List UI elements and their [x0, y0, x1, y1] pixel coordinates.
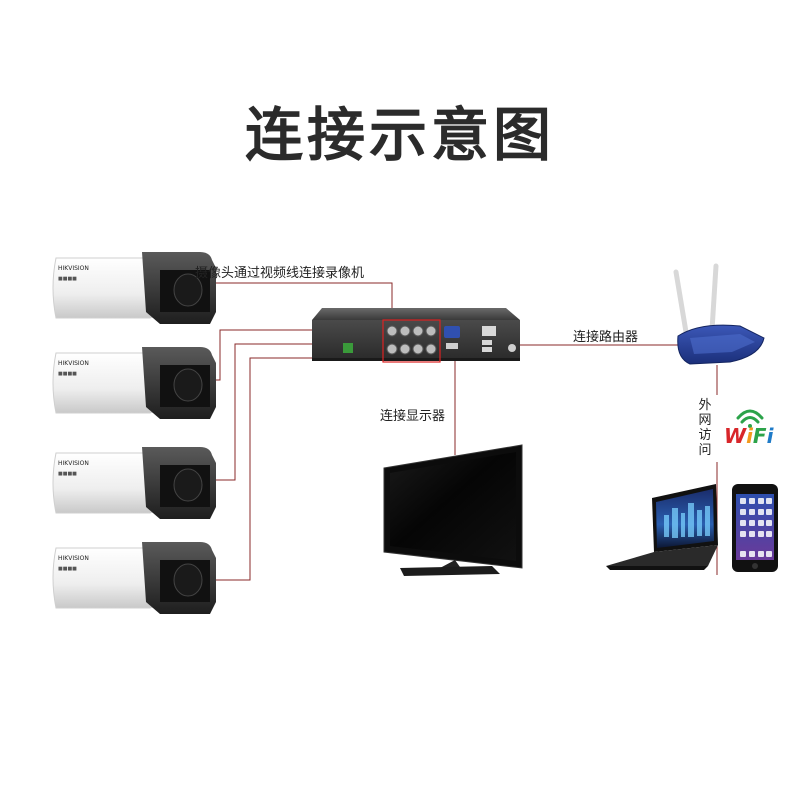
camera-2: HIKVISION ■■■■	[52, 347, 216, 419]
router-connection-label: 连接路由器	[573, 330, 639, 345]
bnc-ports	[386, 325, 437, 355]
svg-text:■■■■: ■■■■	[58, 276, 77, 282]
svg-text:■■■■: ■■■■	[58, 566, 77, 572]
wifi-signal-icon	[736, 409, 764, 428]
camera-4-brand: HIKVISION	[58, 555, 89, 562]
wifi-letter-i2: i	[766, 424, 774, 448]
remote-access-label: 外网访问	[698, 398, 712, 458]
monitor-connection-label: 连接显示器	[380, 409, 446, 424]
camera-3-brand: HIKVISION	[58, 460, 89, 467]
router	[673, 263, 765, 365]
lan-port	[482, 326, 496, 336]
laptop	[606, 484, 718, 570]
monitor	[383, 444, 523, 576]
smartphone	[732, 484, 778, 572]
dvr-green-connector	[343, 343, 353, 353]
camera-4: HIKVISION ■■■■	[52, 542, 216, 614]
camera-1: HIKVISION ■■■■	[52, 252, 216, 324]
camera-2-brand: HIKVISION	[58, 360, 89, 367]
bnc-highlight-box	[382, 319, 441, 363]
camera-1-brand: HIKVISION	[58, 265, 89, 272]
page-title: 连接示意图	[244, 101, 555, 169]
wifi-logo: WiFi	[724, 424, 773, 448]
wifi-letter-i: i	[746, 424, 753, 448]
hdmi-port	[446, 343, 458, 349]
svg-text:■■■■: ■■■■	[58, 371, 77, 377]
vga-port	[444, 326, 460, 338]
wifi-letter-w: W	[724, 424, 747, 448]
camera-connection-label: 摄像头通过视频线连接录像机	[195, 266, 365, 281]
dvr-recorder	[312, 308, 520, 363]
camera-3: HIKVISION ■■■■	[52, 447, 216, 519]
svg-text:■■■■: ■■■■	[58, 471, 77, 477]
wifi-letter-f: F	[752, 424, 767, 448]
